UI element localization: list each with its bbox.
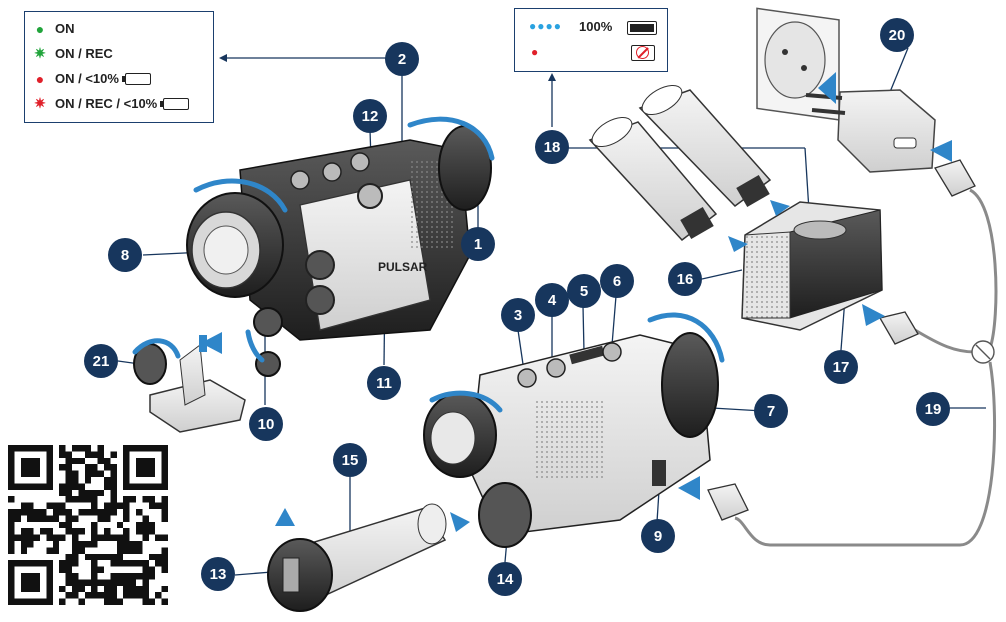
led-indicator-legend: ● ON ✷ ON / REC ● ON / <10% ✷ ON / REC /… [24,11,214,123]
callout-1: 1 [461,227,495,261]
callout-17: 17 [824,350,858,384]
red-blink-icon: ✷ [34,95,46,111]
legend-row-rec-low-battery: ✷ ON / REC / <10% [25,91,213,116]
monocular-top [186,125,492,377]
callout-10: 10 [249,407,283,441]
charger-adapter [805,89,936,173]
callout-20: 20 [880,18,914,52]
callout-16: 16 [668,262,702,296]
callout-14: 14 [488,562,522,596]
callout-18: 18 [535,130,569,164]
callout-5: 5 [567,274,601,308]
callout-8: 8 [108,238,142,272]
battery-cartridge [267,503,447,612]
battery-status-legend: ●●●● 100% ● [514,8,668,72]
legend-label: ON / REC [55,46,113,61]
brand-logo: PULSAR [378,260,428,274]
battery-error-icon [631,45,655,61]
charging-dock [741,201,883,331]
green-dot-icon: ● [35,20,45,37]
callout-19: 19 [916,392,950,426]
callout-6: 6 [600,264,634,298]
callout-3: 3 [501,298,535,332]
battery-charging-icon [160,97,190,110]
callout-12: 12 [353,99,387,133]
callout-21: 21 [84,344,118,378]
legend-row-low-battery: ● ON / <10% [25,66,213,91]
callout-4: 4 [535,283,569,317]
charge-dots-icon: ●●●● [529,19,562,33]
charge-percent: 100% [579,19,613,34]
wall-socket [756,7,840,121]
legend-label: ON [55,21,75,36]
mount-adapter [133,343,246,433]
callout-11: 11 [367,366,401,400]
red-dot-icon: ● [531,45,539,59]
battery-charging-icon [121,72,151,85]
legend-row-on: ● ON [25,16,213,41]
monocular-bottom [423,332,719,548]
callout-13: 13 [201,557,235,591]
callout-7: 7 [754,394,788,428]
batteries [588,84,772,242]
qr-code [8,445,168,605]
legend-label: ON / <10% [55,71,119,86]
legend-row-on-rec: ✷ ON / REC [25,41,213,66]
red-dot-icon: ● [35,70,45,87]
callout-15: 15 [333,443,367,477]
legend-label: ON / REC / <10% [55,96,158,111]
green-blink-icon: ✷ [34,45,46,61]
callout-2: 2 [385,42,419,76]
battery-full-icon [627,21,657,35]
callout-9: 9 [641,519,675,553]
